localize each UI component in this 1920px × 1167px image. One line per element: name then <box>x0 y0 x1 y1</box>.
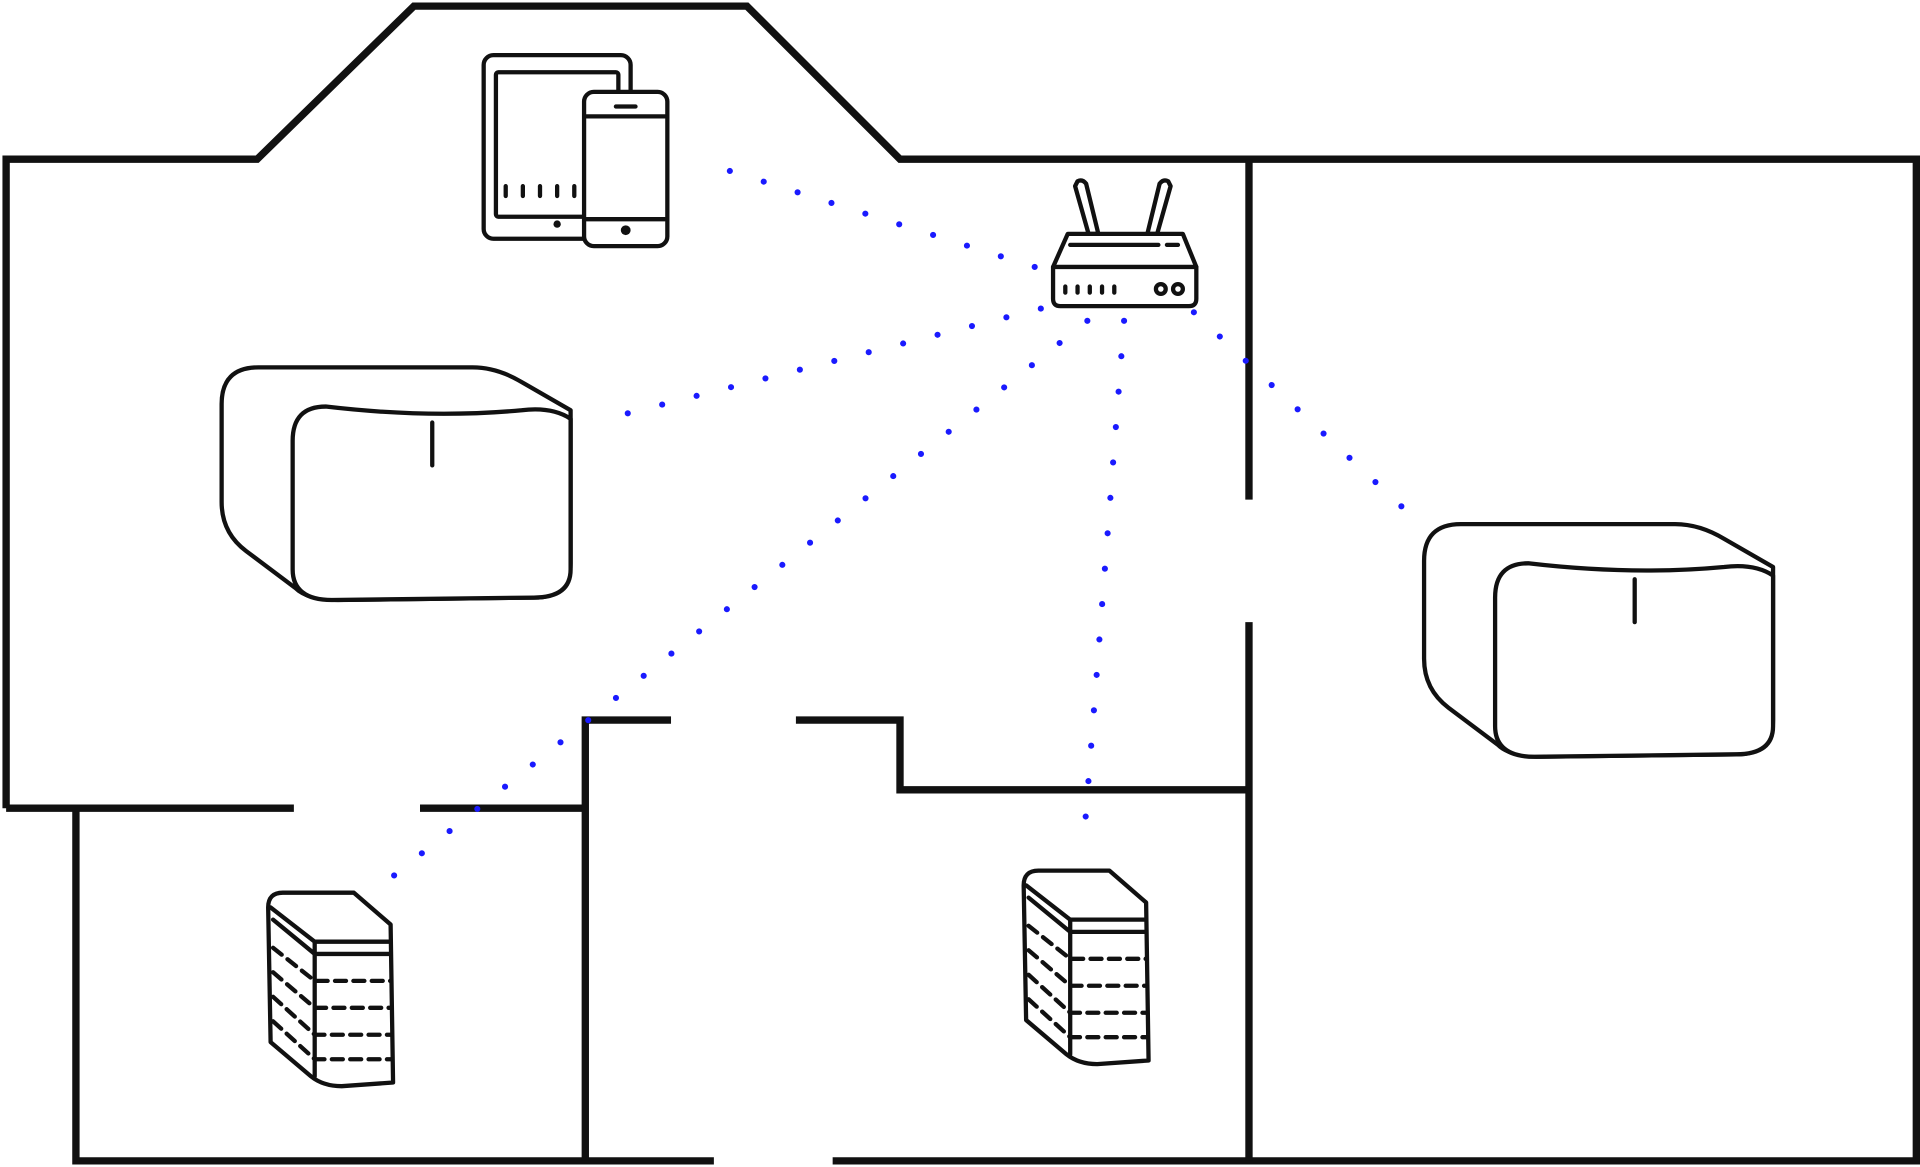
link-router-speaker-left <box>603 305 1044 422</box>
link-router-mobile <box>701 159 1038 271</box>
satellite-left-icon <box>268 893 393 1086</box>
link-router-speaker-right <box>1190 309 1424 528</box>
mobile-devices-icon <box>481 52 670 249</box>
link-router-satellite-left <box>386 317 1091 883</box>
link-router-satellite-middle <box>1080 317 1128 846</box>
satellite-middle-icon <box>1024 871 1149 1064</box>
wifi-router-icon <box>1050 178 1199 309</box>
speaker-right-icon <box>1424 524 1773 757</box>
speaker-left-icon <box>222 367 571 600</box>
signal-links <box>386 159 1424 883</box>
